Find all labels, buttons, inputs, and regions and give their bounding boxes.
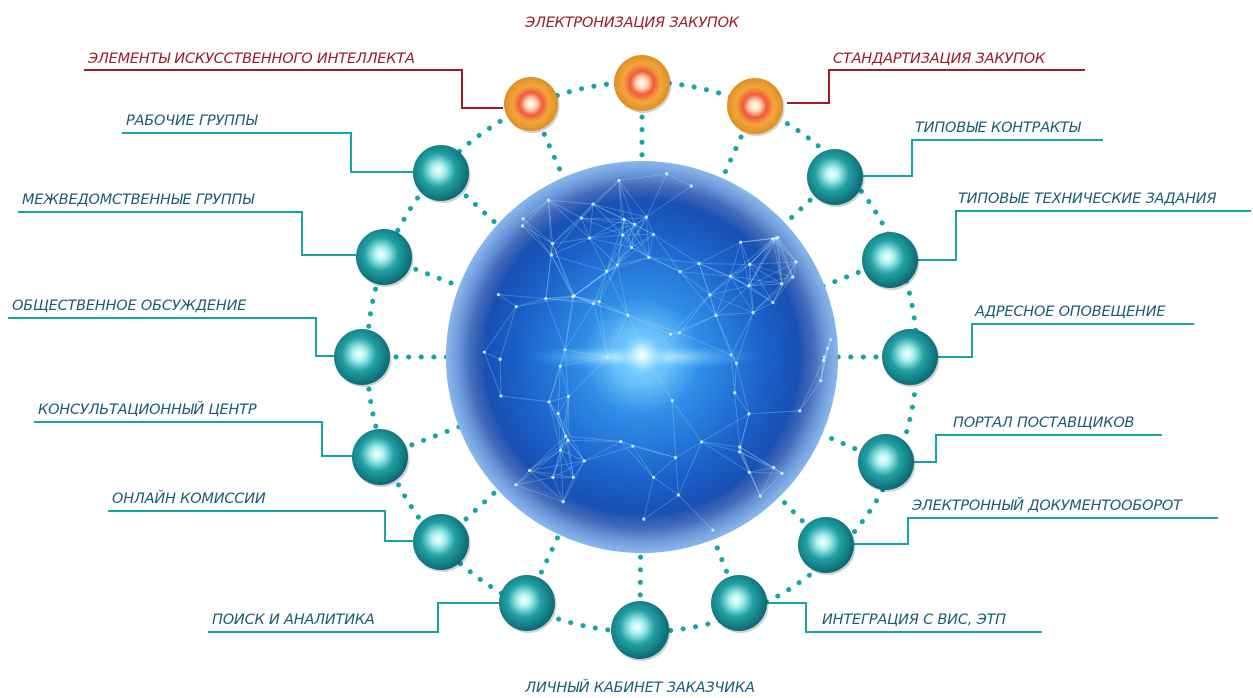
leader-contracts	[863, 139, 1103, 177]
glowing-orb-icon	[882, 329, 940, 387]
leader-lines	[8, 69, 1251, 633]
leader-standardization	[787, 69, 1085, 104]
label-integration: ИНТЕГРАЦИЯ С ВИС, ЭТП	[822, 612, 1006, 628]
label-contracts: ТИПОВЫЕ КОНТРАКТЫ	[915, 120, 1082, 136]
label-online-commissions: ОНЛАЙН КОМИССИИ	[112, 489, 266, 507]
spoke-online-commissions	[463, 484, 504, 522]
glowing-orb-icon	[727, 78, 785, 136]
network-globe-icon	[446, 161, 838, 553]
spoke-ai-elements	[541, 131, 568, 184]
label-consulting-center: КОНСУЛЬТАЦИОННЫЙ ЦЕНТР	[38, 400, 257, 418]
label-electronization: ЭЛЕКТРОНИЗАЦИЯ ЗАКУПОК	[524, 15, 740, 31]
glowing-orb-icon	[807, 149, 865, 207]
leader-online-commissions	[108, 510, 413, 542]
spoke-interagency-groups	[413, 266, 466, 291]
spoke-lines	[393, 114, 879, 598]
glowing-orb-icon	[711, 575, 769, 633]
label-ai-elements: ЭЛЕМЕНТЫ ИСКУССТВЕННОГО ИНТЕЛЛЕКТА	[87, 51, 415, 67]
leader-ai-elements	[84, 69, 503, 109]
glowing-orb-icon	[862, 232, 920, 290]
spoke-consulting-center	[409, 422, 466, 448]
leader-supplier-portal	[914, 434, 1162, 463]
spoke-edo	[773, 491, 805, 524]
label-search-analytics: ПОИСК И АНАЛИТИКА	[212, 612, 375, 628]
node-layer	[334, 55, 940, 661]
leader-notification	[938, 323, 1194, 358]
glowing-orb-icon	[413, 514, 471, 572]
spoke-integration	[709, 533, 730, 574]
glowing-orb-icon	[504, 77, 560, 133]
label-customer-cabinet: ЛИЧНЫЙ КАБИНЕТ ЗАКАЗЧИКА	[524, 678, 754, 696]
glowing-orb-icon	[413, 145, 471, 203]
leader-tech-tasks	[918, 210, 1251, 261]
label-standardization: СТАНДАРТИЗАЦИЯ ЗАКУПОК	[833, 51, 1046, 67]
leader-working-groups	[122, 132, 413, 173]
leader-integration	[767, 602, 1042, 633]
label-supplier-portal: ПОРТАЛ ПОСТАВЩИКОВ	[953, 415, 1135, 431]
glowing-orb-icon	[334, 329, 392, 387]
spoke-tech-tasks	[818, 269, 861, 290]
leader-edo	[854, 517, 1218, 545]
leader-public-discussion	[8, 317, 334, 357]
label-notification: АДРЕСНОЕ ОПОВЕЩЕНИЕ	[974, 304, 1166, 320]
label-public-discussion: ОБЩЕСТВЕННОЕ ОБСУЖДЕНИЕ	[12, 298, 247, 314]
label-tech-tasks: ТИПОВЫЕ ТЕХНИЧЕСКИЕ ЗАДАНИЯ	[958, 191, 1216, 207]
label-edo: ЭЛЕКТРОННЫЙ ДОКУМЕНТООБОРОТ	[911, 496, 1183, 514]
leader-search-analytics	[208, 602, 499, 633]
glowing-orb-icon	[798, 517, 856, 575]
glowing-orb-icon	[858, 434, 916, 492]
spoke-contracts	[779, 197, 813, 229]
spoke-standardization	[718, 134, 744, 185]
label-layer: ЭЛЕКТРОНИЗАЦИЯ ЗАКУПОК ЭЛЕМЕНТЫ ИСКУССТВЕ…	[12, 15, 1217, 696]
glowing-orb-icon	[352, 429, 410, 487]
glowing-orb-icon	[611, 601, 671, 661]
leader-consulting-center	[34, 421, 352, 457]
spoke-search-analytics	[538, 528, 564, 575]
spoke-supplier-portal	[815, 430, 858, 452]
label-interagency-groups: МЕЖВЕДОМСТВЕННЫЕ ГРУППЫ	[22, 192, 255, 208]
glowing-orb-icon	[499, 575, 557, 633]
glowing-orb-icon	[356, 229, 414, 287]
label-working-groups: РАБОЧИЕ ГРУППЫ	[126, 113, 258, 129]
leader-interagency-groups	[18, 211, 356, 256]
glowing-orb-icon	[614, 55, 672, 113]
spoke-working-groups	[463, 193, 503, 230]
